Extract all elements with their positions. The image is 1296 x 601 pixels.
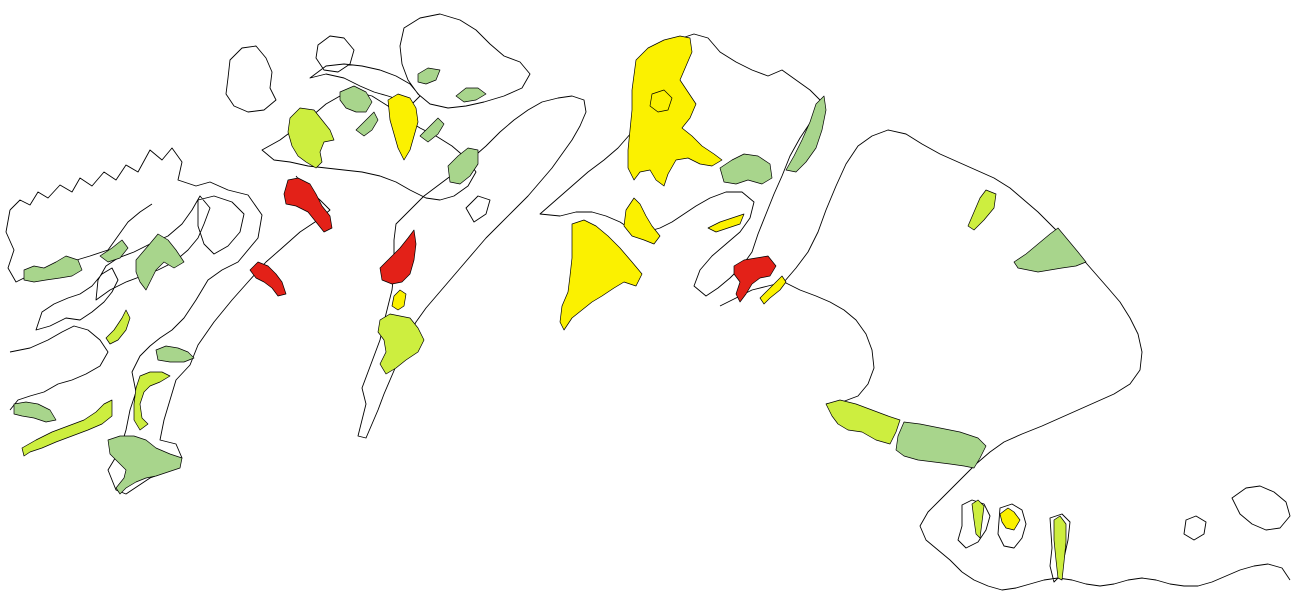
zone-light-green-z06	[133, 371, 171, 431]
zone-pale-green-z30	[1013, 227, 1087, 273]
zone-pale-green-z25	[785, 95, 827, 173]
zone-pale-green-z17	[417, 67, 487, 185]
zone-light-green-z29	[967, 189, 997, 231]
zone-pale-green-z01	[23, 255, 83, 283]
zone-red-z11	[283, 177, 333, 233]
zone-pale-green-z03	[135, 233, 185, 291]
zone-pale-green-z08	[13, 401, 57, 423]
zone-yellow-z14	[387, 93, 419, 161]
zone-red-z18	[379, 229, 417, 285]
zone-pale-green-z13	[339, 85, 373, 113]
zone-yellow-z28	[759, 275, 787, 305]
zone-yellow-z34	[999, 507, 1021, 531]
zone-pale-green-z05	[155, 345, 195, 363]
zone-pale-green-z02	[99, 239, 129, 263]
zone-layer	[13, 35, 1087, 581]
zone-light-green-z04	[105, 309, 131, 345]
zone-pale-green-z15	[355, 111, 379, 137]
zone-pale-green-z32	[895, 421, 987, 469]
zone-light-green-z12	[287, 107, 335, 169]
coastline-northern-islands	[225, 13, 531, 201]
zone-light-green-z07	[21, 399, 113, 457]
zone-light-green-z33	[971, 499, 985, 539]
zone-yellow-z23	[559, 219, 643, 331]
zone-pale-green-z09	[107, 435, 183, 495]
zone-light-green-z20	[377, 313, 425, 375]
zone-red-z27	[733, 255, 777, 303]
zone-pale-green-z16	[419, 117, 445, 143]
zone-yellow-z21	[627, 35, 723, 187]
coastline-long-peninsula	[357, 95, 587, 439]
zone-yellow-z22	[623, 197, 661, 245]
zone-light-green-z35	[1053, 515, 1067, 581]
zone-yellow-z19	[391, 289, 407, 311]
zone-yellow-z26	[707, 213, 745, 233]
zone-red-z10	[249, 261, 287, 297]
zone-light-green-z31	[825, 399, 901, 445]
zone-pale-green-z24	[719, 153, 773, 185]
